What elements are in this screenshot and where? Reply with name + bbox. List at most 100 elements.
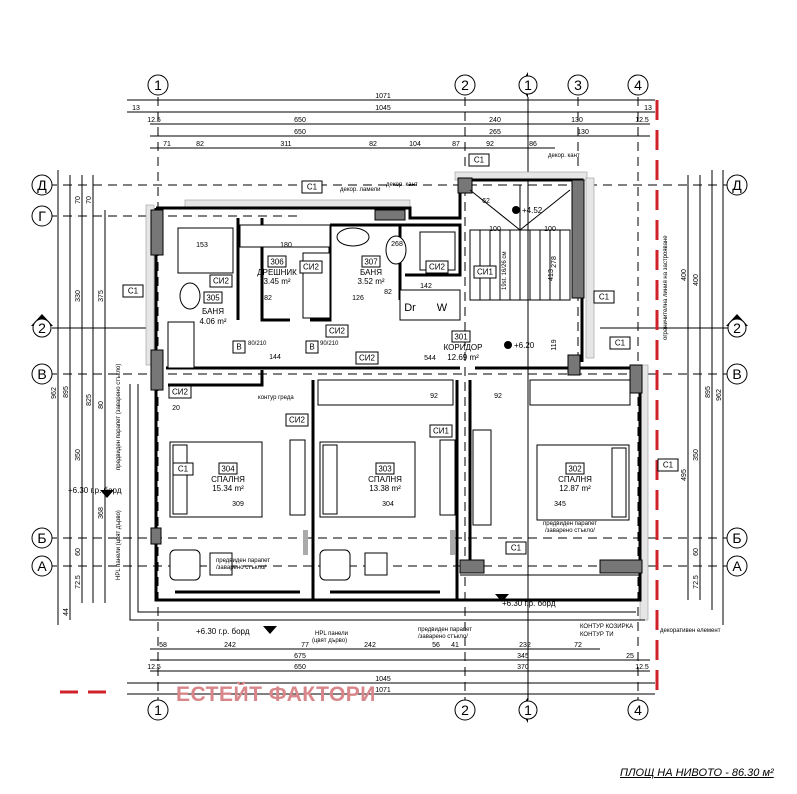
drawing-mark bbox=[425, 260, 449, 274]
grid-label: Д bbox=[37, 177, 47, 193]
label: БАНЯ bbox=[202, 307, 224, 316]
label: 86 bbox=[529, 141, 537, 148]
label: 92 bbox=[494, 393, 502, 400]
label: 242 bbox=[224, 642, 236, 649]
drawing-mark bbox=[726, 363, 748, 385]
label: СИ2 bbox=[429, 263, 446, 272]
label: 305 bbox=[206, 294, 220, 303]
drawing-mark bbox=[473, 265, 497, 279]
label: 92 bbox=[430, 393, 438, 400]
drawing-mark bbox=[31, 174, 53, 196]
label: 268 bbox=[391, 241, 403, 248]
label: 144 bbox=[269, 354, 281, 361]
drawing-mark bbox=[519, 189, 571, 231]
grid-label: 2 bbox=[461, 702, 469, 718]
label: СПАЛНЯ bbox=[558, 475, 592, 484]
label: 345 bbox=[554, 501, 566, 508]
label: 15.34 m² bbox=[212, 484, 244, 493]
label: C1 bbox=[511, 544, 522, 553]
label: 304 bbox=[221, 465, 235, 474]
grid-bubble bbox=[518, 75, 538, 95]
piers bbox=[150, 177, 643, 574]
drawing-mark bbox=[299, 260, 323, 274]
level-area-label: ПЛОЩ НА НИВОТО - 86.30 м² bbox=[620, 767, 774, 779]
label: 375 bbox=[98, 290, 105, 302]
label: СИ2 bbox=[213, 277, 230, 286]
label: 278 bbox=[551, 256, 558, 268]
drawing-mark bbox=[609, 336, 631, 350]
drawing-mark bbox=[31, 527, 53, 549]
label: 72.5 bbox=[693, 575, 700, 589]
room-303: 303 СПАЛНЯ 13.38 m² bbox=[368, 462, 402, 493]
label: 895 bbox=[705, 386, 712, 398]
drawing-mark bbox=[585, 177, 595, 359]
label: 311 bbox=[280, 141, 291, 148]
drawing-mark bbox=[450, 530, 455, 555]
label: 232 bbox=[519, 642, 531, 649]
grid-bubbles-top: 1 2 1 3 4 bbox=[147, 72, 649, 98]
label: СИ2 bbox=[359, 354, 376, 363]
drawing-mark bbox=[203, 291, 223, 304]
label: C1 bbox=[128, 287, 139, 296]
label: 309 bbox=[232, 501, 244, 508]
label: СИ1 bbox=[433, 427, 450, 436]
label: 413 bbox=[548, 269, 555, 281]
label: 12.5 bbox=[635, 664, 649, 671]
label: 1045 bbox=[375, 105, 391, 112]
label: 119 bbox=[551, 339, 558, 350]
label: Dr bbox=[404, 302, 416, 314]
label: 650 bbox=[294, 129, 306, 136]
level-marker-icon bbox=[263, 626, 277, 634]
label: 12.5 bbox=[147, 664, 161, 671]
room-305: 305 БАНЯ 4.06 m² bbox=[199, 291, 227, 326]
label: +4.52 bbox=[522, 206, 543, 215]
grid-bubble bbox=[518, 700, 538, 720]
label: C1 bbox=[615, 339, 626, 348]
label: 87 bbox=[452, 141, 460, 148]
label: 303 bbox=[378, 465, 392, 474]
drawing-mark bbox=[375, 462, 395, 475]
furniture bbox=[167, 224, 631, 581]
label: 650 bbox=[294, 117, 306, 124]
label: 650 bbox=[294, 664, 306, 671]
drawing-mark bbox=[629, 364, 643, 394]
watermark-logo: ЕСТЕЙТ ФАКТОРИ bbox=[176, 683, 376, 706]
label: 130 bbox=[571, 117, 583, 124]
drawing-mark bbox=[459, 559, 485, 574]
label: 370 bbox=[517, 664, 529, 671]
drawing-mark bbox=[429, 424, 453, 438]
drawing-mark bbox=[726, 174, 748, 196]
label: 12.5 bbox=[635, 117, 649, 124]
label: +6.30 г.р. борд bbox=[196, 627, 250, 636]
drawing-mark bbox=[167, 321, 195, 369]
label: 1045 bbox=[375, 676, 391, 683]
grid-label: Б bbox=[37, 530, 46, 546]
drawing-mark bbox=[129, 384, 645, 621]
label: СПАЛНЯ bbox=[211, 475, 245, 484]
label: 80/210 bbox=[248, 341, 267, 347]
walls bbox=[129, 171, 649, 621]
drawing-mark bbox=[31, 363, 53, 385]
toilet bbox=[179, 282, 201, 310]
drawing-mark bbox=[232, 340, 246, 354]
label: C1 bbox=[663, 461, 674, 470]
label: СИ1 bbox=[477, 268, 494, 277]
grid-label: 4 bbox=[634, 77, 642, 93]
label: 25 bbox=[626, 653, 634, 660]
label: 60 bbox=[693, 548, 700, 556]
grid-bubbles-sides: Д Г 2 В Б А Д 2 В Б А bbox=[31, 174, 748, 577]
armchair bbox=[319, 549, 351, 581]
label: (цвят дърво) bbox=[312, 638, 347, 644]
washer-dryer bbox=[399, 289, 461, 321]
level-markers: +4.52 +6.20 +6.30 г.р. борд +6.30 г.р. б… bbox=[68, 206, 556, 636]
label: 330 bbox=[75, 290, 82, 302]
drawing-mark bbox=[260, 218, 290, 322]
drawing-mark bbox=[168, 370, 264, 387]
label: 895 bbox=[63, 386, 70, 398]
toilet bbox=[385, 235, 407, 265]
room-301: 301 КОРИДОР 12.69 m² bbox=[444, 330, 482, 362]
table bbox=[209, 552, 233, 576]
drawing-mark bbox=[32, 318, 52, 338]
label: B bbox=[236, 343, 241, 352]
